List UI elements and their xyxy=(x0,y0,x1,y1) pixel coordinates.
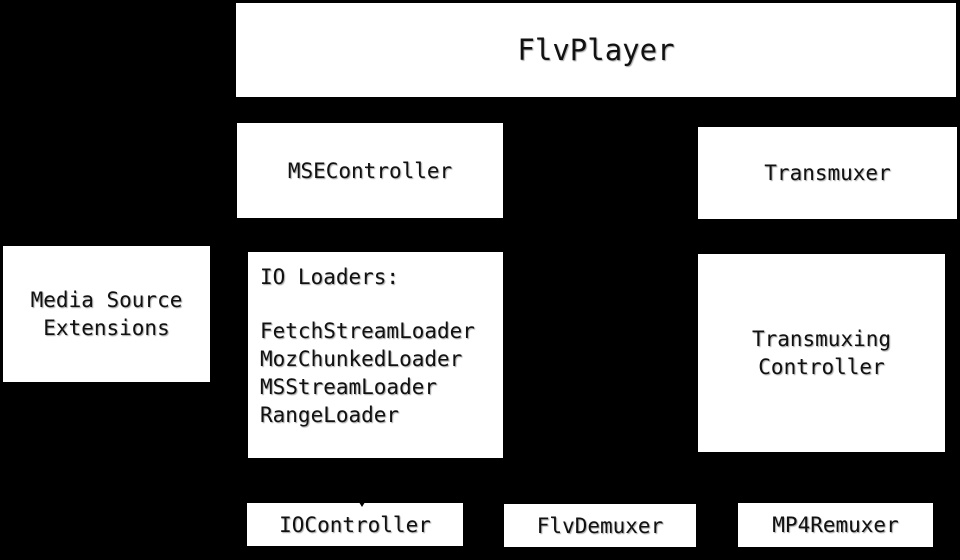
box-io-loaders: IO Loaders: FetchStreamLoader MozChunked… xyxy=(248,252,503,458)
box-flvdemuxer: FlvDemuxer xyxy=(504,504,696,547)
io-loader-item: FetchStreamLoader xyxy=(260,319,475,343)
box-mse-controller: MSEController xyxy=(237,123,503,218)
media-source-extensions-label-line2: Extensions xyxy=(43,316,170,340)
box-transmuxer: Transmuxer xyxy=(698,127,957,219)
arrowhead-artifact xyxy=(354,494,370,507)
transmuxer-label: Transmuxer xyxy=(764,161,891,185)
io-loader-item: RangeLoader xyxy=(260,403,400,427)
flvplayer-label: FlvPlayer xyxy=(517,33,675,67)
io-loader-item: MSStreamLoader xyxy=(260,375,438,399)
io-loader-item: MozChunkedLoader xyxy=(260,347,463,371)
transmuxing-controller-label-line2: Controller xyxy=(758,355,885,379)
transmuxing-controller-label-line1: Transmuxing xyxy=(751,327,892,351)
media-source-extensions-label-line1: Media Source xyxy=(30,288,183,312)
box-media-source-extensions: Media Source Extensions xyxy=(3,246,210,382)
box-mp4remuxer: MP4Remuxer xyxy=(738,503,933,547)
flvdemuxer-label: FlvDemuxer xyxy=(536,513,664,538)
io-loaders-heading: IO Loaders: xyxy=(260,265,400,289)
mse-controller-label: MSEController xyxy=(287,158,453,183)
iocontroller-label: IOController xyxy=(279,512,431,537)
box-flvplayer: FlvPlayer xyxy=(236,3,956,97)
box-transmuxing-controller: Transmuxing Controller xyxy=(698,254,945,452)
box-iocontroller: IOController xyxy=(247,503,463,546)
io-loaders-spacer xyxy=(260,291,503,317)
mp4remuxer-label: MP4Remuxer xyxy=(772,513,899,537)
